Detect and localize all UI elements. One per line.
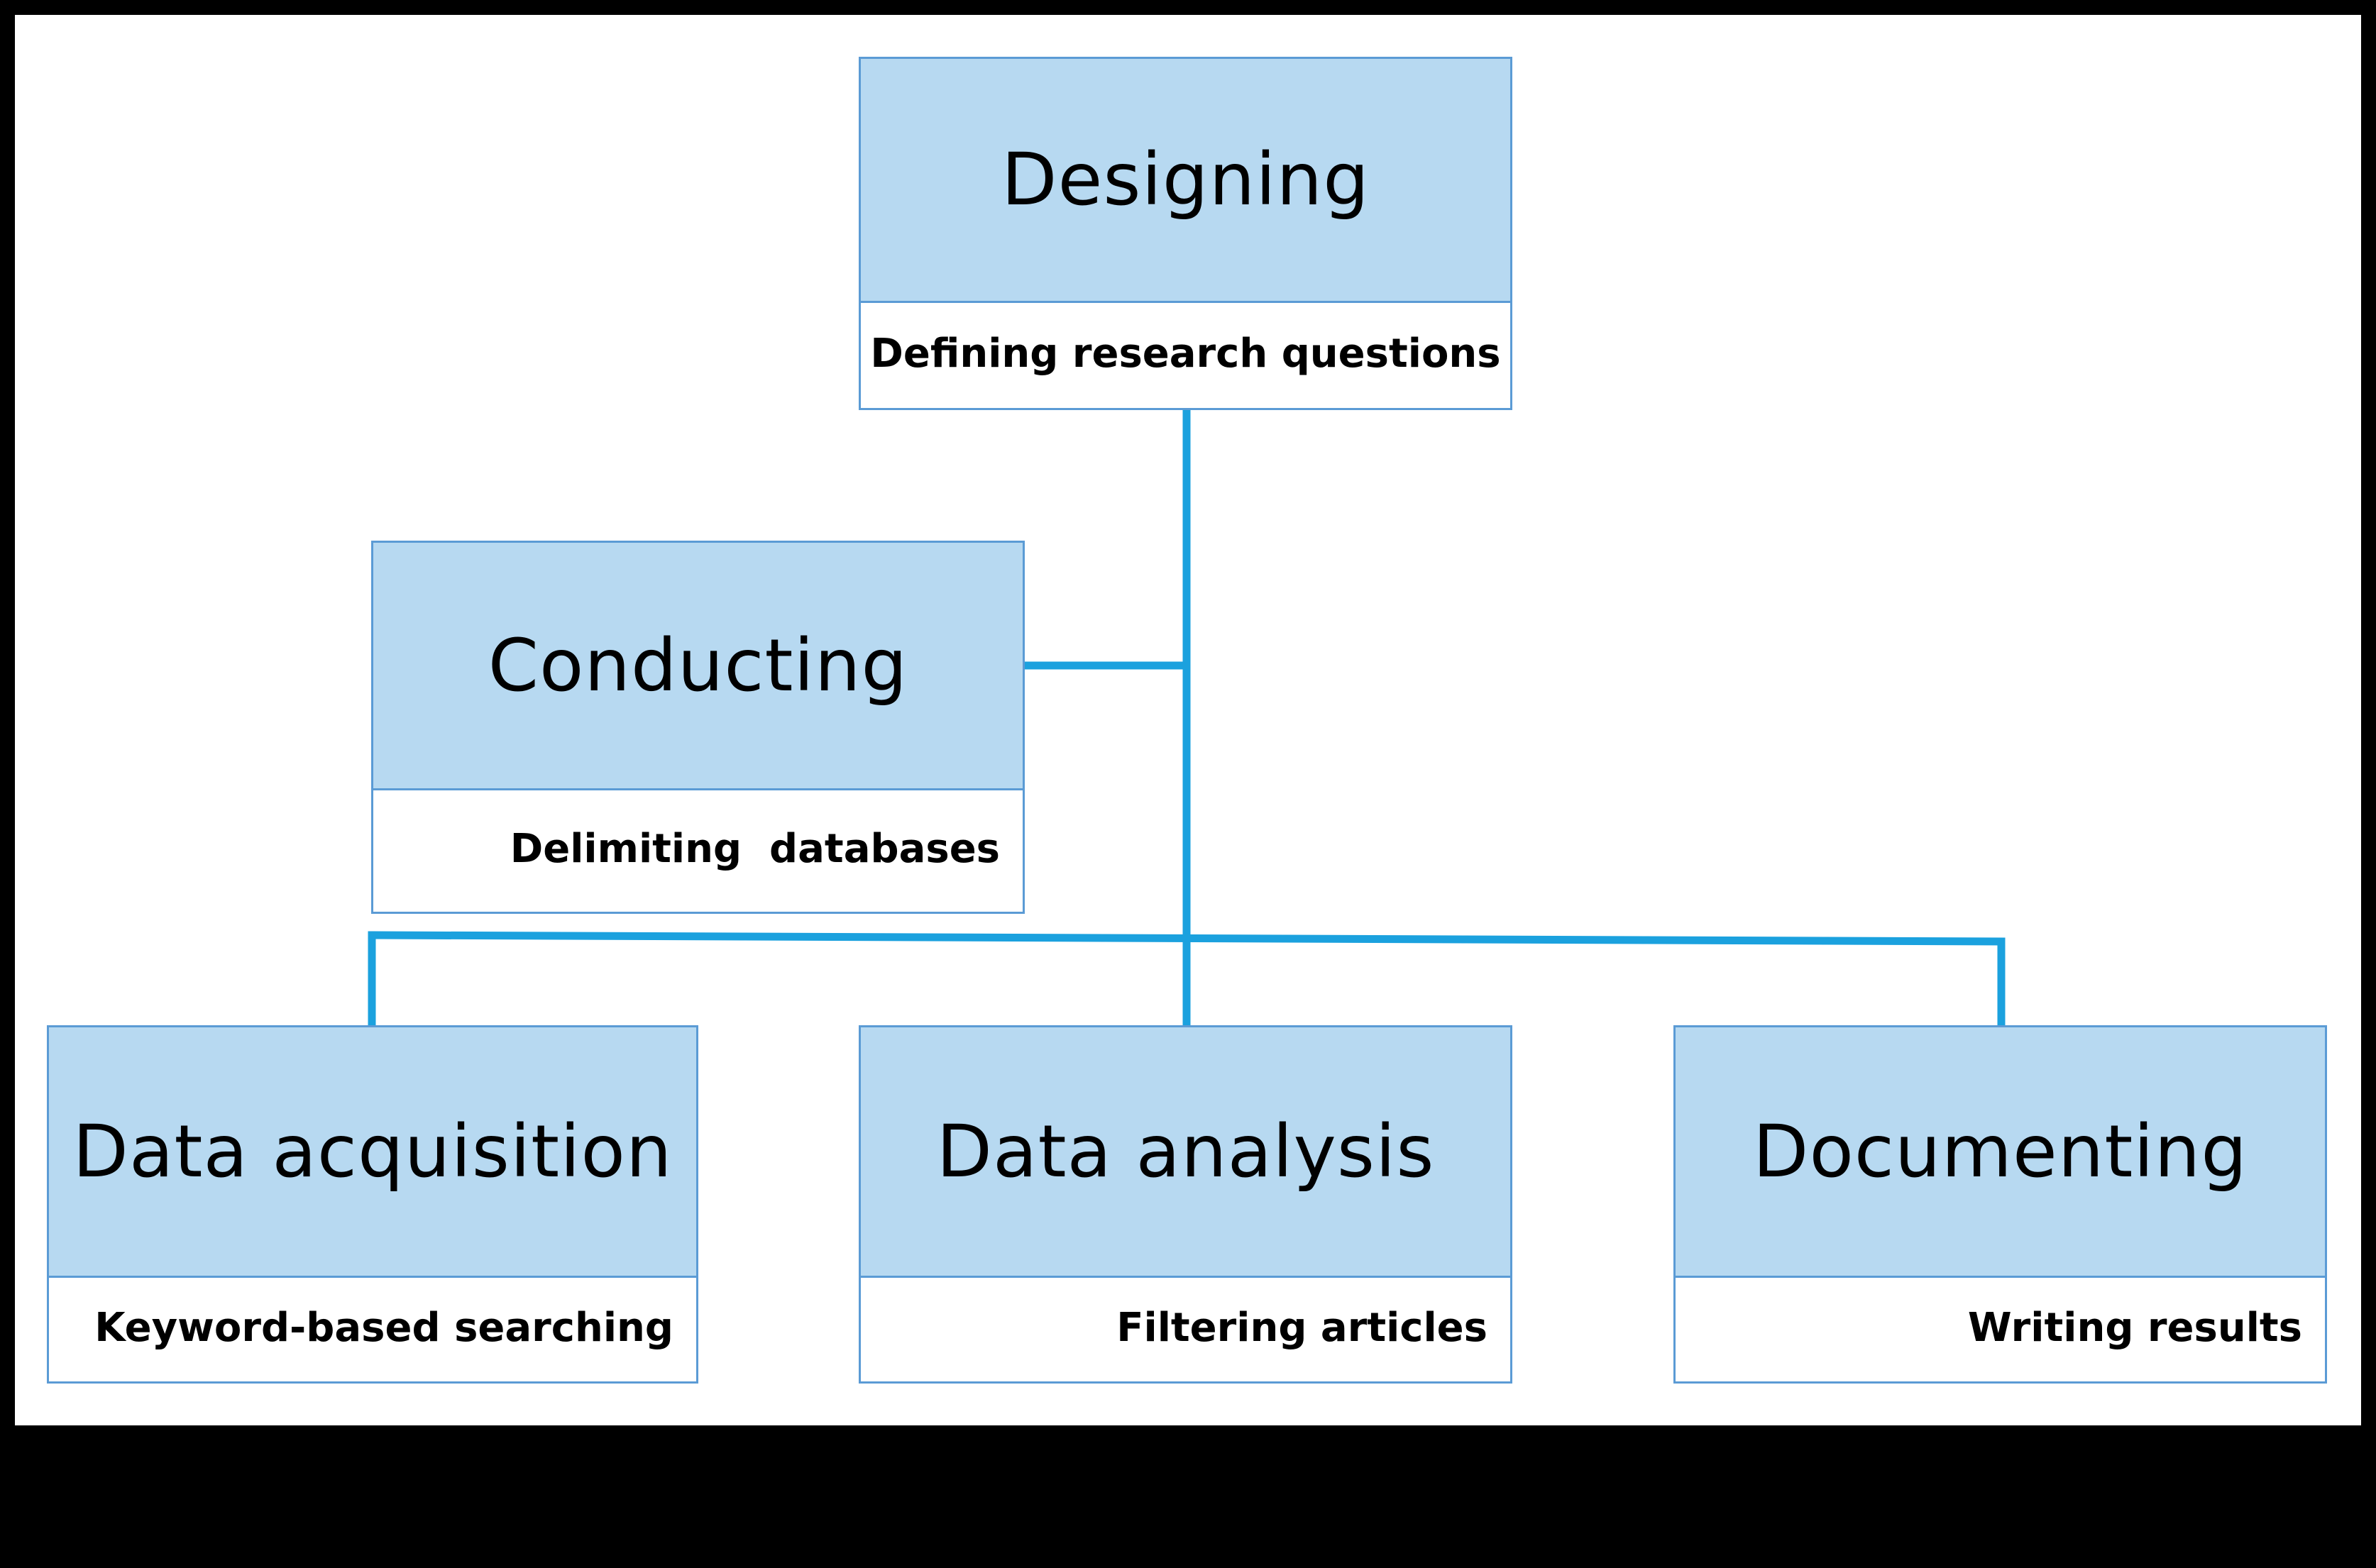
node-conducting-footer: Delimiting databases [373,786,1023,912]
node-data-acquisition-subtitle: Keyword-based searching [94,1304,673,1351]
node-documenting-subtitle: Writing results [1967,1304,2302,1351]
node-documenting: Documenting Writing results [1673,1025,2327,1384]
node-designing: Designing Defining research questions [859,57,1512,410]
node-designing-footer: Defining research questions [861,299,1510,408]
node-conducting-subtitle: Delimiting databases [510,826,1000,872]
node-data-acquisition-header: Data acquisition [49,1027,696,1278]
node-documenting-header: Documenting [1676,1027,2325,1278]
node-conducting: Conducting Delimiting databases [371,541,1025,914]
node-documenting-title: Documenting [1752,1109,2248,1194]
node-data-acquisition-title: Data acquisition [72,1109,673,1194]
node-documenting-footer: Writing results [1676,1274,2325,1381]
node-designing-header: Designing [861,59,1510,303]
node-data-analysis: Data analysis Filtering articles [859,1025,1512,1384]
node-data-analysis-subtitle: Filtering articles [1116,1304,1487,1351]
node-data-acquisition-footer: Keyword-based searching [49,1274,696,1381]
node-designing-title: Designing [1001,138,1370,222]
node-data-analysis-header: Data analysis [861,1027,1510,1278]
node-data-acquisition: Data acquisition Keyword-based searching [47,1025,698,1384]
node-conducting-header: Conducting [373,543,1023,790]
node-designing-subtitle: Defining research questions [870,330,1501,377]
connector-crossbar [368,931,2006,946]
node-data-analysis-title: Data analysis [936,1109,1435,1194]
node-conducting-title: Conducting [488,623,908,708]
node-data-analysis-footer: Filtering articles [861,1274,1510,1381]
